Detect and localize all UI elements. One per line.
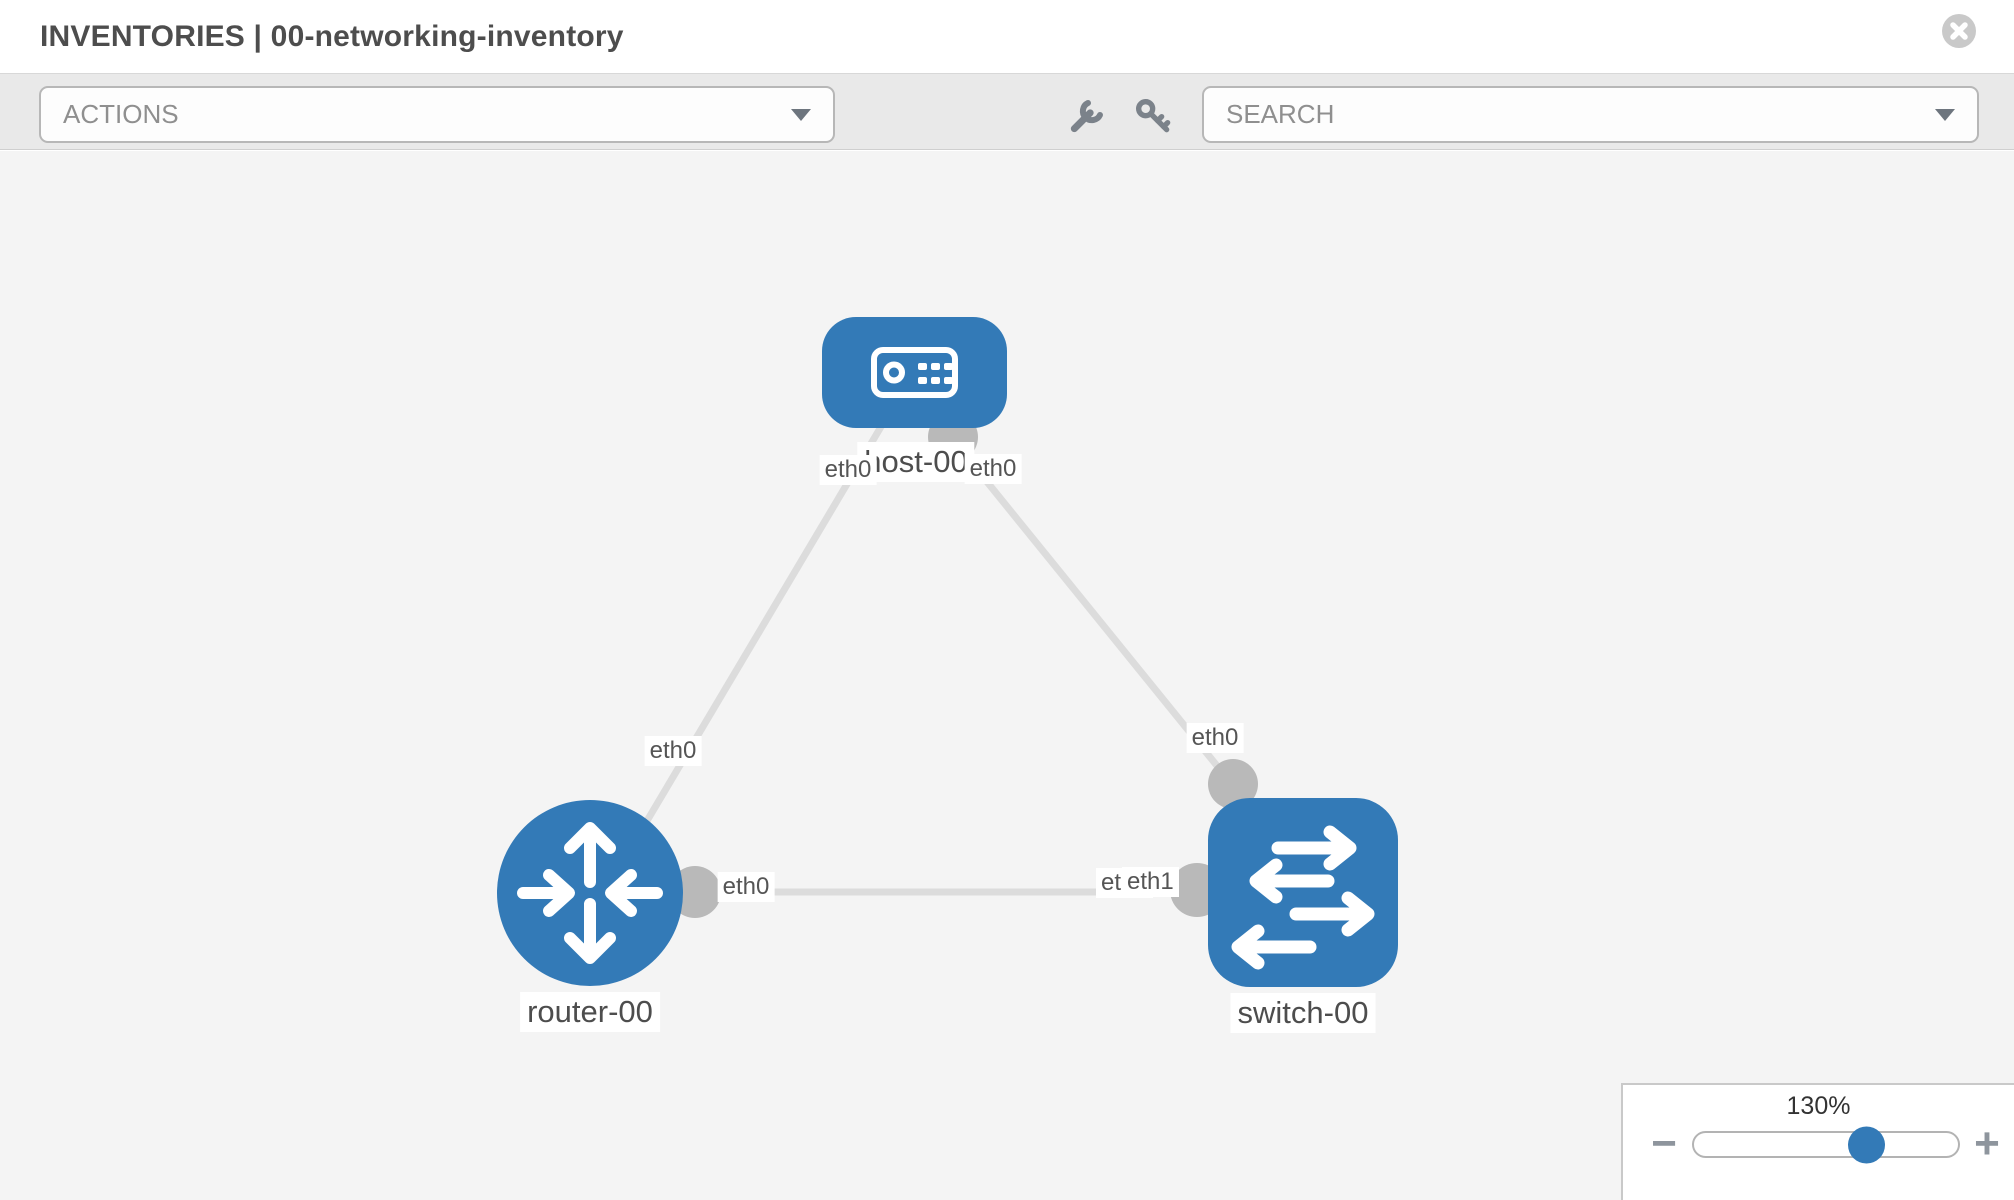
node-router-00[interactable] bbox=[497, 800, 683, 986]
search-dropdown[interactable]: SEARCH bbox=[1202, 86, 1979, 143]
interface-dot-switch-eth0 bbox=[1208, 759, 1258, 809]
router-icon bbox=[517, 822, 663, 964]
eth-label-host-to-router: eth0 bbox=[819, 455, 877, 485]
zoom-slider-track[interactable] bbox=[1692, 1126, 1960, 1163]
chevron-down-icon bbox=[1935, 108, 1955, 121]
close-icon bbox=[1950, 22, 1968, 40]
zoom-control-panel: 130% − + bbox=[1621, 1083, 2014, 1200]
zoom-in-button[interactable]: + bbox=[1974, 1119, 2000, 1168]
zoom-out-button[interactable]: − bbox=[1651, 1119, 1677, 1168]
node-switch-00[interactable] bbox=[1208, 798, 1398, 987]
switch-icon bbox=[1231, 825, 1375, 970]
chevron-down-icon bbox=[791, 108, 811, 121]
key-icon[interactable] bbox=[1134, 97, 1174, 137]
node-label-host: host-00 bbox=[857, 442, 975, 482]
eth-label-router-to-host: eth0 bbox=[644, 736, 702, 766]
node-label-router: router-00 bbox=[520, 992, 660, 1032]
eth-label-host-to-switch: eth0 bbox=[964, 454, 1022, 484]
wrench-icon[interactable] bbox=[1066, 97, 1106, 137]
eth-label-switch-to-router: eth1 bbox=[1122, 867, 1179, 897]
actions-dropdown[interactable]: ACTIONS bbox=[39, 86, 835, 143]
node-label-switch: switch-00 bbox=[1230, 993, 1376, 1033]
page-title: INVENTORIES | 00-networking-inventory bbox=[40, 19, 624, 53]
zoom-slider-handle[interactable] bbox=[1848, 1126, 1885, 1163]
header: INVENTORIES | 00-networking-inventory bbox=[0, 0, 2014, 73]
eth-label-switch-to-host: eth0 bbox=[1186, 723, 1244, 753]
eth-label-router-to-switch: eth0 bbox=[717, 872, 775, 902]
actions-dropdown-label: ACTIONS bbox=[63, 99, 179, 129]
close-button[interactable] bbox=[1942, 14, 1976, 48]
zoom-level-value: 130% bbox=[1786, 1092, 1851, 1120]
node-host-00[interactable] bbox=[822, 317, 1007, 428]
search-dropdown-label: SEARCH bbox=[1226, 99, 1335, 129]
host-icon bbox=[871, 347, 958, 398]
topology-canvas[interactable] bbox=[0, 151, 2014, 1200]
